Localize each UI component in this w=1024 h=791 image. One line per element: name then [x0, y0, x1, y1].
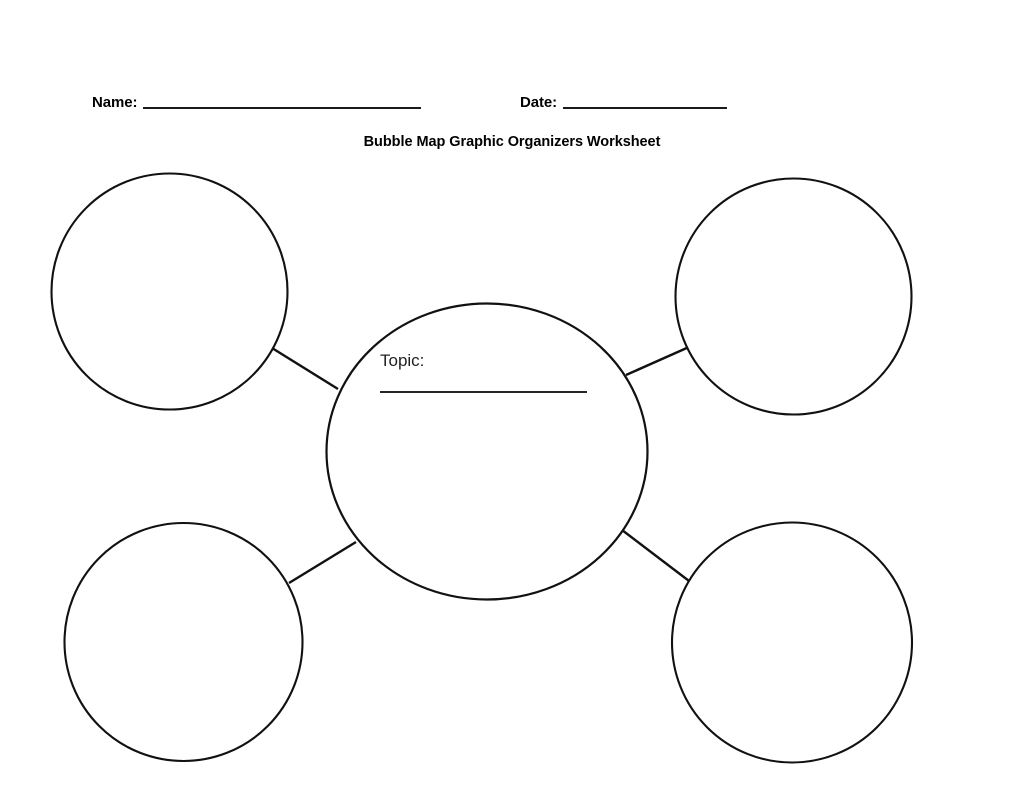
bottom-left-bubble[interactable] — [63, 521, 304, 763]
topic-entry-block[interactable]: Topic: — [380, 351, 590, 393]
date-label: Date: — [520, 94, 558, 111]
name-field[interactable]: Name: — [92, 94, 422, 111]
name-label: Name: — [92, 94, 138, 111]
connector-bottom-left — [288, 540, 357, 585]
worksheet-title: Bubble Map Graphic Organizers Worksheet — [363, 134, 661, 150]
date-field[interactable]: Date: — [520, 94, 728, 111]
topic-label: Topic: — [380, 351, 425, 370]
name-write-line[interactable] — [143, 107, 422, 109]
bottom-right-bubble[interactable] — [670, 521, 914, 764]
top-right-bubble[interactable] — [674, 177, 913, 416]
top-left-bubble[interactable] — [50, 172, 289, 411]
date-write-line[interactable] — [563, 107, 728, 109]
connector-bottom-right — [621, 529, 694, 585]
connector-top-left — [271, 346, 339, 391]
topic-write-line[interactable] — [380, 390, 587, 393]
connector-top-right — [625, 345, 690, 377]
center-topic-bubble[interactable] — [325, 302, 649, 601]
